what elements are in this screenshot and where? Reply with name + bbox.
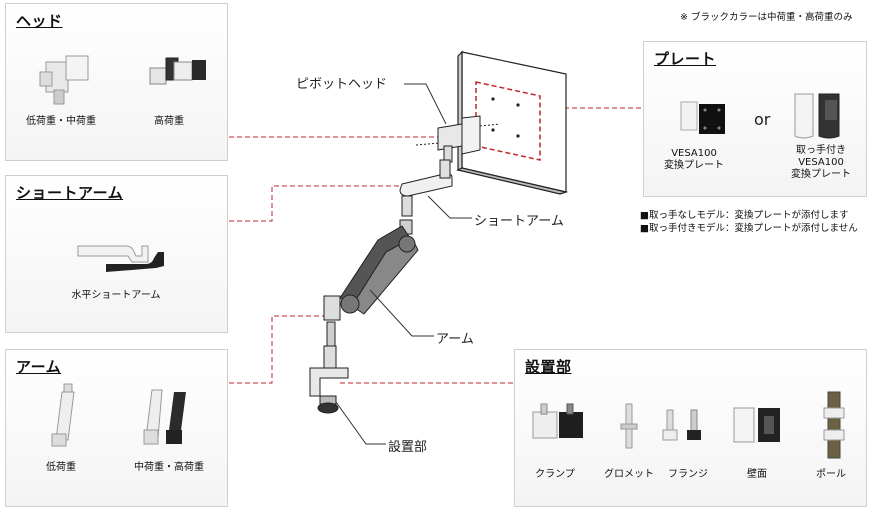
vesa-plate-caption: VESA100 変換プレート	[664, 148, 724, 172]
mount-callout: 設置部	[388, 440, 428, 455]
vesa-plate-image	[680, 101, 725, 134]
head-low-image	[39, 55, 89, 105]
plate-panel: プレート or VESA100 変換プレート 取っ手付き VESA100 変換プ…	[643, 41, 867, 197]
head-panel: ヘッド 低荷重・中荷重 高荷重	[5, 3, 228, 161]
mount-caption-flange: フランジ	[668, 469, 708, 480]
mount-caption-grommet: グロメット	[604, 469, 654, 480]
arm-low-image	[51, 383, 75, 447]
pivot-head	[415, 115, 501, 163]
head-high-image	[149, 57, 206, 85]
mount-caption-clamp: クランプ	[535, 469, 575, 480]
handle-plate-image	[794, 93, 840, 139]
vesa-plate-caption-line1: VESA100	[671, 148, 717, 159]
vesa-plate-caption-line2: 変換プレート	[664, 160, 724, 171]
arm-caption-low: 低荷重	[46, 462, 76, 473]
handle-plate-caption-line1: 取っ手付き	[796, 145, 846, 156]
short-arm-caption: 水平ショートアーム	[71, 290, 161, 301]
flange-image	[662, 409, 701, 441]
or-text: or	[754, 110, 771, 129]
arm-caption-mid-high: 中荷重・高荷重	[134, 462, 204, 473]
head-title: ヘッド	[16, 12, 63, 30]
mount-caption-wall: 壁面	[747, 469, 767, 480]
plate-note-1: ■取っ手なしモデル：変換プレートが添付します	[640, 210, 849, 221]
short-arm-connector	[229, 185, 400, 222]
plate-title: プレート	[654, 50, 717, 68]
short-arm-leader	[427, 195, 472, 219]
arm-connector	[229, 315, 327, 384]
short-arm-callout: ショートアーム	[474, 214, 564, 229]
mount-panel: 設置部 クランプ グロメット フランジ 壁面 ポール	[514, 349, 867, 507]
head-caption-low: 低荷重・中荷重	[26, 116, 96, 127]
short-arm-part	[399, 159, 453, 217]
head-caption-high: 高荷重	[154, 116, 184, 127]
mount-caption-pole: ポール	[816, 469, 846, 480]
arm-mid-high-image	[143, 389, 186, 445]
handle-plate-caption: 取っ手付き VESA100 変換プレート	[784, 145, 858, 181]
clamp-part	[309, 345, 349, 414]
arm-title: アーム	[16, 358, 62, 376]
pivot-head-leader	[404, 83, 447, 125]
arm-callout: アーム	[436, 332, 474, 347]
handle-plate-caption-line3: 変換プレート	[791, 169, 851, 180]
short-arm-panel: ショートアーム 水平ショートアーム	[5, 175, 228, 333]
arm-panel: アーム 低荷重 中荷重・高荷重	[5, 349, 228, 507]
monitor	[456, 50, 569, 195]
clamp-image	[532, 403, 583, 439]
short-arm-image	[77, 245, 164, 272]
grommet-image	[620, 403, 638, 449]
mount-leader	[335, 401, 386, 445]
arm-leader	[369, 289, 434, 337]
mount-title: 設置部	[525, 358, 572, 376]
main-arm-part	[323, 219, 419, 347]
wall-image	[733, 407, 780, 443]
pole-image	[823, 391, 845, 459]
black-color-note: ※ ブラックカラーは中荷重・高荷重のみ	[680, 12, 853, 23]
plate-note-2: ■取っ手付きモデル：変換プレートが添付しません	[640, 223, 858, 234]
handle-plate-caption-line2: VESA100	[798, 157, 844, 168]
pivot-head-callout: ピボットヘッド	[296, 77, 388, 92]
vesa-screws	[491, 97, 520, 138]
short-arm-title: ショートアーム	[16, 184, 124, 202]
